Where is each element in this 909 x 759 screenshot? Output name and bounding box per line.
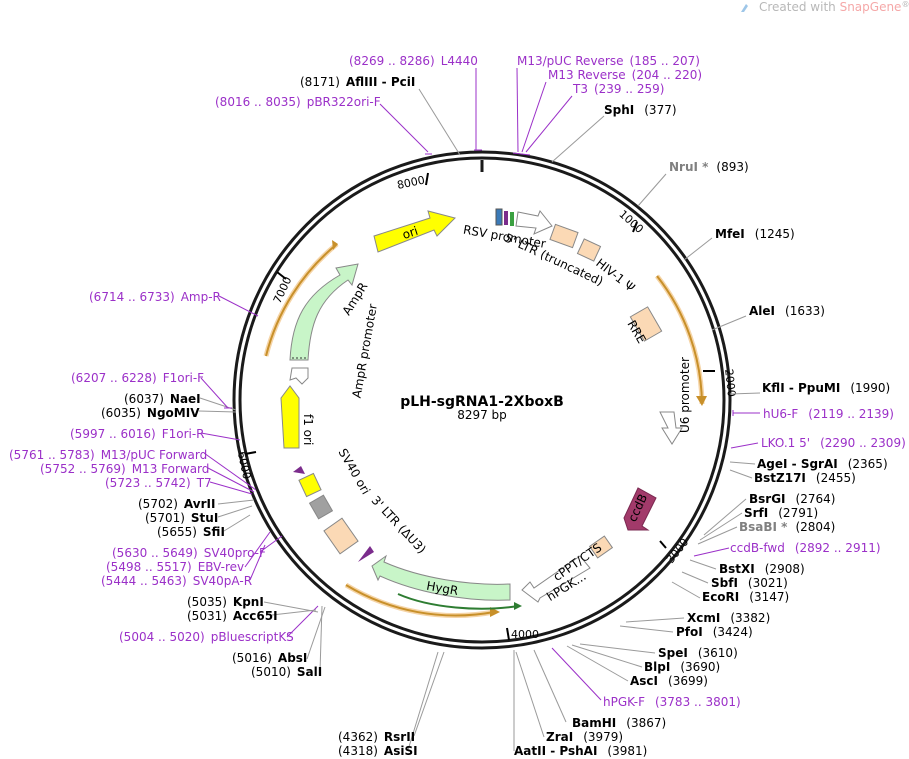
- site-absi[interactable]: (5016)AbsI: [232, 651, 307, 665]
- site-avrii[interactable]: (5702)AvrII: [138, 497, 215, 511]
- feature-label-hygr: HygR: [425, 579, 459, 598]
- site-sv40pa-r[interactable]: (5444 .. 5463)SV40pA-R: [101, 574, 252, 588]
- plasmid-size: 8297 bp: [457, 408, 507, 422]
- site-ebv-rev[interactable]: (5498 .. 5517)EBV-rev: [106, 560, 244, 574]
- feature-label-f1-ori: f1 ori: [301, 414, 315, 445]
- site-srfi[interactable]: SrfI(2791): [744, 506, 818, 520]
- site-lko1-5[interactable]: LKO.1 5'(2290 .. 2309): [761, 436, 906, 450]
- site-bstz17i[interactable]: BstZ17I(2455): [754, 471, 856, 485]
- ltr-arc-right-line: [656, 275, 703, 405]
- site-hpgk-f[interactable]: hPGK-F(3783 .. 3801): [603, 695, 741, 709]
- site-acc65i[interactable]: (5031)Acc65I: [187, 609, 278, 623]
- watermark-mark: ®: [901, 0, 909, 9]
- feature-rre[interactable]: RRE: [624, 306, 663, 346]
- site-pbr322ori-f[interactable]: (8016 .. 8035)pBR322ori-F: [215, 95, 381, 109]
- tick-label-4000: 4000: [511, 628, 539, 641]
- site-labels: (8269 .. 8286)L4440 (8171)AflIII - PciI …: [9, 54, 906, 758]
- site-t3[interactable]: T3(239 .. 259): [572, 82, 664, 96]
- tick-label-6000: 6000: [235, 450, 254, 480]
- site-rsrii[interactable]: (4362)RsrII: [338, 730, 415, 744]
- feature-ori[interactable]: ori: [373, 210, 456, 253]
- svg-text:Created with SnapGene®: Created with SnapGene®: [759, 0, 909, 14]
- site-sv40pro-f[interactable]: (5630 .. 5649)SV40pro-F: [112, 546, 266, 560]
- plasmid-name: pLH-sgRNA1-2XboxB: [400, 394, 564, 410]
- site-kfli-ppumi[interactable]: KflI - PpuMI(1990): [762, 381, 890, 395]
- site-bsrgi[interactable]: BsrGI(2764): [749, 492, 835, 506]
- tick-label-8000: 8000: [396, 173, 426, 192]
- site-kpni[interactable]: (5035)KpnI: [187, 595, 264, 609]
- site-amp-r[interactable]: (6714 .. 6733)Amp-R: [89, 290, 221, 304]
- site-pfoi[interactable]: PfoI(3424): [676, 625, 753, 639]
- feature-u6-promoter[interactable]: U6 promoter: [659, 357, 692, 445]
- site-sphi[interactable]: SphI(377): [604, 103, 677, 117]
- feature-f1-ori[interactable]: f1 ori: [280, 385, 315, 449]
- site-asisi[interactable]: (4318)AsiSI: [338, 744, 418, 758]
- site-sali[interactable]: (5010)SalI: [251, 665, 322, 679]
- site-sbfi[interactable]: SbfI(3021): [711, 576, 788, 590]
- site-ccdb-fwd[interactable]: ccdB-fwd(2892 .. 2911): [730, 541, 881, 555]
- site-stui[interactable]: (5701)StuI: [145, 511, 218, 525]
- site-afliii-pcii[interactable]: (8171)AflIII - PciI: [300, 75, 415, 89]
- backbone: [232, 150, 732, 650]
- watermark-prefix: Created with: [759, 0, 840, 14]
- site-spei[interactable]: SpeI(3610): [658, 646, 738, 660]
- site-xcmi[interactable]: XcmI(3382): [687, 611, 770, 625]
- site-agei-sgrai[interactable]: AgeI - SgrAI(2365): [757, 457, 888, 471]
- snapgene-logo-icon: [741, 4, 748, 12]
- site-f1ori-r[interactable]: (5997 .. 6016)F1ori-R: [70, 427, 205, 441]
- site-alei[interactable]: AleI(1633): [749, 304, 825, 318]
- feature-ccdb[interactable]: ccdB: [623, 487, 657, 531]
- feature-3ltr[interactable]: 3' LTR (ΔU3): [323, 493, 429, 562]
- feature-label-3ltr: 3' LTR (ΔU3): [369, 493, 429, 556]
- site-nrui[interactable]: NruI *(893): [669, 160, 749, 174]
- feature-sv40-ori[interactable]: SV40 ori: [293, 446, 373, 520]
- tick-label-2000: 2000: [722, 368, 738, 397]
- site-t7[interactable]: (5723 .. 5742)T7: [105, 476, 212, 490]
- site-hu6-f[interactable]: hU6-F(2119 .. 2139): [763, 407, 894, 421]
- site-bsabi[interactable]: BsaBI *(2804): [739, 520, 835, 534]
- watermark-brand: SnapGene: [840, 0, 902, 14]
- site-ecori[interactable]: EcoRI(3147): [702, 590, 789, 604]
- feature-hygr[interactable]: HygR: [371, 554, 522, 610]
- site-m13-puc-reverse[interactable]: M13/pUC Reverse(185 .. 207): [517, 54, 700, 68]
- site-m13-puc-forward[interactable]: (5761 .. 5783)M13/pUC Forward: [9, 448, 207, 462]
- site-aatii-pshai[interactable]: AatII - PshAI(3981): [514, 744, 647, 758]
- site-sfii[interactable]: (5655)SfiI: [157, 525, 225, 539]
- site-f1ori-f[interactable]: (6207 .. 6228)F1ori-F: [71, 371, 204, 385]
- feature-label-ori: ori: [401, 224, 420, 242]
- site-l4440[interactable]: (8269 .. 8286)L4440: [349, 54, 478, 68]
- site-blpi[interactable]: BlpI(3690): [644, 660, 720, 674]
- snapgene-watermark: Created with SnapGene®: [741, 0, 909, 14]
- site-m13-reverse[interactable]: M13 Reverse(204 .. 220): [548, 68, 702, 82]
- site-asci[interactable]: AscI(3699): [630, 674, 708, 688]
- feature-label-u6-promoter: U6 promoter: [678, 357, 692, 433]
- leader-lines: [198, 67, 761, 751]
- site-ngomiv[interactable]: (6035)NgoMIV: [101, 406, 200, 420]
- site-bamhi[interactable]: BamHI(3867): [572, 716, 666, 730]
- site-zrai[interactable]: ZraI(3979): [546, 730, 623, 744]
- site-bstxi[interactable]: BstXI(2908): [719, 562, 805, 576]
- feature-label-sv40-ori: SV40 ori: [336, 446, 373, 497]
- feature-label-ampr-promoter: AmpR promoter: [350, 303, 380, 399]
- site-pbluescriptks[interactable]: (5004 .. 5020)pBluescriptKS: [119, 630, 294, 644]
- site-naei[interactable]: (6037)NaeI: [124, 392, 201, 406]
- site-m13-forward[interactable]: (5752 .. 5769)M13 Forward: [40, 462, 209, 476]
- site-mfei[interactable]: MfeI(1245): [715, 227, 795, 241]
